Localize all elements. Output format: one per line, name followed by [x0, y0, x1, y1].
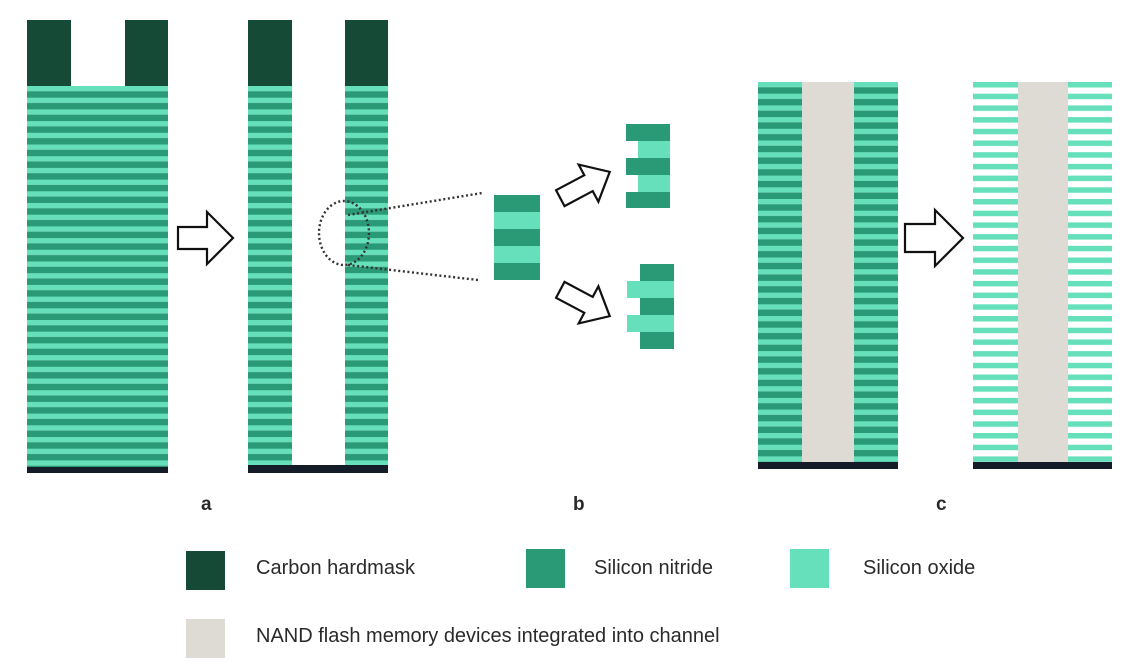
hardmask-left [248, 20, 292, 86]
legend-label-nand-channel: NAND flash memory devices integrated int… [256, 625, 720, 647]
substrate [27, 467, 168, 473]
layer-stack-right [345, 86, 388, 467]
stack-c-filled [758, 82, 898, 469]
right-arrow-icon [176, 209, 235, 267]
zoomed-layers [494, 195, 540, 280]
substrate [248, 465, 388, 473]
legend-label-silicon-nitride: Silicon nitride [594, 557, 713, 579]
panel-label-a: a [201, 494, 212, 515]
layer-stack-left [248, 86, 292, 467]
layer-stack-right [1068, 82, 1112, 462]
layer-stack [27, 86, 168, 467]
stack-a-initial [27, 20, 168, 473]
legend-label-carbon-hardmask: Carbon hardmask [256, 557, 415, 579]
swatch-nand-channel [186, 619, 225, 658]
nitride-recessed [627, 264, 674, 349]
panel-label-c: c [936, 494, 947, 515]
substrate [758, 462, 898, 469]
swatch-silicon-oxide [790, 549, 829, 588]
magnify-callout [317, 191, 483, 282]
legend-label-silicon-oxide: Silicon oxide [863, 557, 976, 579]
layer-stack-left [973, 82, 1018, 462]
swatch-silicon-nitride [526, 549, 565, 588]
hardmask-right [125, 20, 168, 86]
right-arrow-icon [903, 207, 965, 269]
layer-stack-left [758, 82, 802, 462]
layer-stack-right [854, 82, 898, 462]
down-right-arrow-icon [554, 280, 612, 326]
hardmask-left [27, 20, 71, 86]
hardmask-right [345, 20, 388, 86]
stack-c-nitride-removed [973, 82, 1112, 469]
panel-label-b: b [573, 494, 585, 515]
oxide-recessed [626, 124, 670, 208]
substrate [973, 462, 1112, 469]
swatch-carbon-hardmask [186, 551, 225, 590]
up-right-arrow-icon [554, 162, 612, 208]
nand-channel [1018, 82, 1068, 462]
stack-a-etched [248, 20, 388, 473]
nand-channel [802, 82, 854, 462]
